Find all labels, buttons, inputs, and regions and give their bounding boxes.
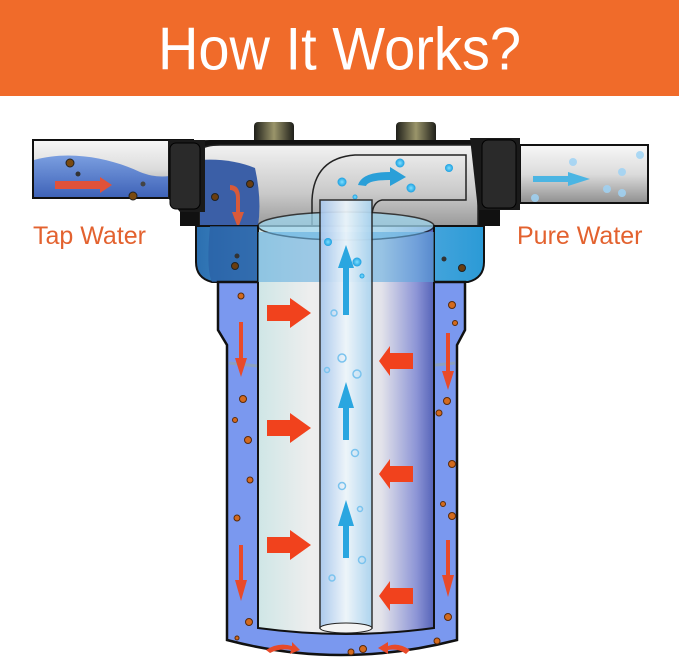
sediment-particles bbox=[232, 292, 458, 656]
header-banner: How It Works? bbox=[0, 0, 679, 96]
tap-water-label: Tap Water bbox=[33, 222, 147, 250]
filter-head bbox=[168, 122, 520, 228]
inlet-pipe bbox=[32, 139, 194, 201]
page-title: How It Works? bbox=[157, 13, 522, 83]
outlet-pipe bbox=[519, 144, 649, 204]
center-core-tube bbox=[319, 199, 373, 634]
pure-water-label: Pure Water bbox=[517, 222, 643, 250]
inflow-arrows bbox=[267, 298, 413, 611]
downflow-arrows bbox=[235, 322, 454, 654]
